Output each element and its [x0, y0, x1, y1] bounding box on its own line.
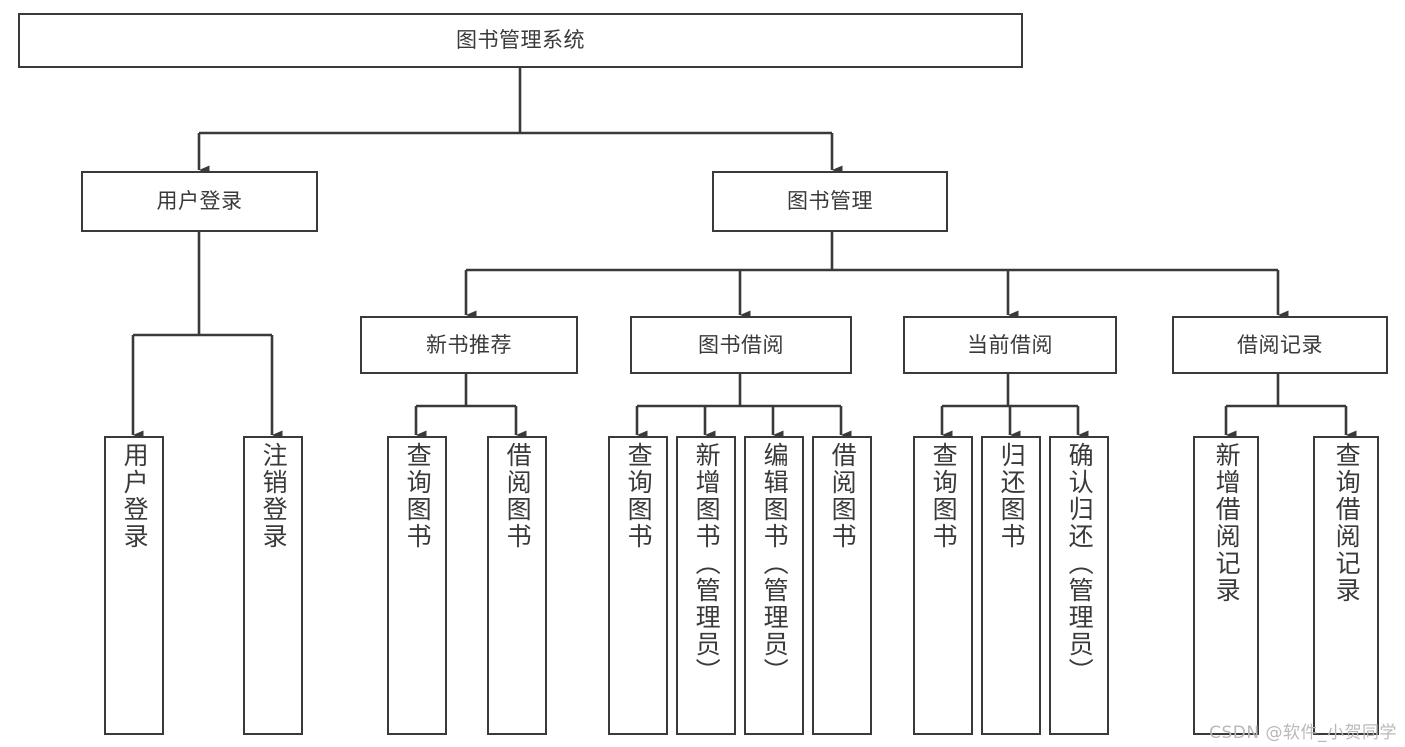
node-label: 新书推荐 [426, 332, 512, 357]
node-label: 借阅记录 [1237, 332, 1323, 357]
leaf-add-book[interactable]: 新增图书（管理员） [676, 436, 736, 735]
node-label: 图书管理 [787, 189, 873, 214]
node-label: 图书借阅 [698, 332, 784, 357]
node-current-borrow[interactable]: 当前借阅 [903, 316, 1117, 374]
node-label: 查询图书 [403, 442, 433, 550]
node-user-login[interactable]: 用户登录 [81, 171, 318, 232]
node-borrow-record[interactable]: 借阅记录 [1172, 316, 1388, 374]
node-label: 借阅图书 [828, 442, 858, 550]
leaf-query-book-recommend[interactable]: 查询图书 [387, 436, 447, 735]
node-label: 查询图书 [929, 442, 959, 550]
node-label: 新增借阅记录 [1212, 442, 1242, 604]
leaf-logout-login[interactable]: 注销登录 [243, 436, 303, 735]
node-label: 新增图书（管理员） [692, 442, 722, 685]
node-new-book-recommend[interactable]: 新书推荐 [360, 316, 578, 374]
leaf-user-login[interactable]: 用户登录 [104, 436, 164, 735]
node-label: 注销登录 [259, 442, 289, 550]
leaf-edit-book[interactable]: 编辑图书（管理员） [744, 436, 804, 735]
node-label: 借阅图书 [503, 442, 533, 550]
leaf-borrow-book[interactable]: 借阅图书 [812, 436, 872, 735]
node-label: 当前借阅 [967, 332, 1053, 357]
leaf-query-book-borrow[interactable]: 查询图书 [608, 436, 668, 735]
node-book-manage[interactable]: 图书管理 [712, 171, 948, 232]
node-label: 用户登录 [156, 189, 243, 214]
leaf-confirm-return[interactable]: 确认归还（管理员） [1049, 436, 1109, 735]
node-label: 编辑图书（管理员） [760, 442, 790, 685]
node-label: 用户登录 [120, 442, 150, 550]
node-root-book-management-system[interactable]: 图书管理系统 [18, 13, 1023, 68]
csdn-watermark: CSDN @软件_小贺同学 [1209, 723, 1397, 743]
node-label: 查询借阅记录 [1332, 442, 1362, 604]
node-book-borrow[interactable]: 图书借阅 [630, 316, 852, 374]
node-label: 图书管理系统 [456, 28, 585, 53]
node-label: 归还图书 [997, 442, 1027, 550]
leaf-query-book-current[interactable]: 查询图书 [913, 436, 973, 735]
node-label: 确认归还（管理员） [1065, 442, 1095, 685]
leaf-add-borrow-record[interactable]: 新增借阅记录 [1193, 436, 1259, 735]
leaf-return-book[interactable]: 归还图书 [981, 436, 1041, 735]
node-label: 查询图书 [624, 442, 654, 550]
leaf-borrow-book-recommend[interactable]: 借阅图书 [487, 436, 547, 735]
leaf-query-borrow-record[interactable]: 查询借阅记录 [1313, 436, 1379, 735]
